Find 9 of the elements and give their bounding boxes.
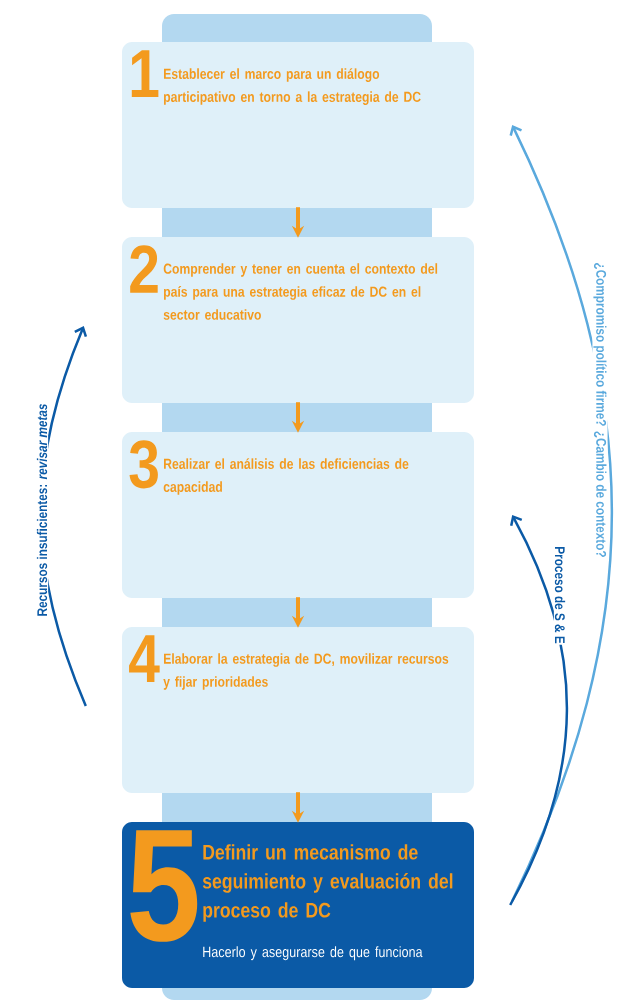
edge-label: ¿Compromiso político firme? ¿Cambio de contexto? — [593, 263, 607, 557]
step-box: 3 Realizar el análisis de las deficiencias de capacidad — [122, 432, 474, 598]
step-box: 4 Elaborar la estrategia de DC, movilizar recursos y fijar prioridades — [122, 627, 474, 793]
curved-arrow — [509, 125, 613, 902]
step-box: 1 Establecer el marco para un diálogo participativo en torno a la estrategia de DC — [122, 42, 474, 208]
curved-arrow — [509, 515, 569, 906]
edge-label: Proceso de S & E — [554, 547, 566, 644]
edge-label: Recursos insuficientes: revisar metas — [36, 404, 48, 616]
step-box: 2 Comprender y tener en cuenta el contexto del país para una estrategia eficaz de DC en el sector educativo — [122, 237, 474, 403]
